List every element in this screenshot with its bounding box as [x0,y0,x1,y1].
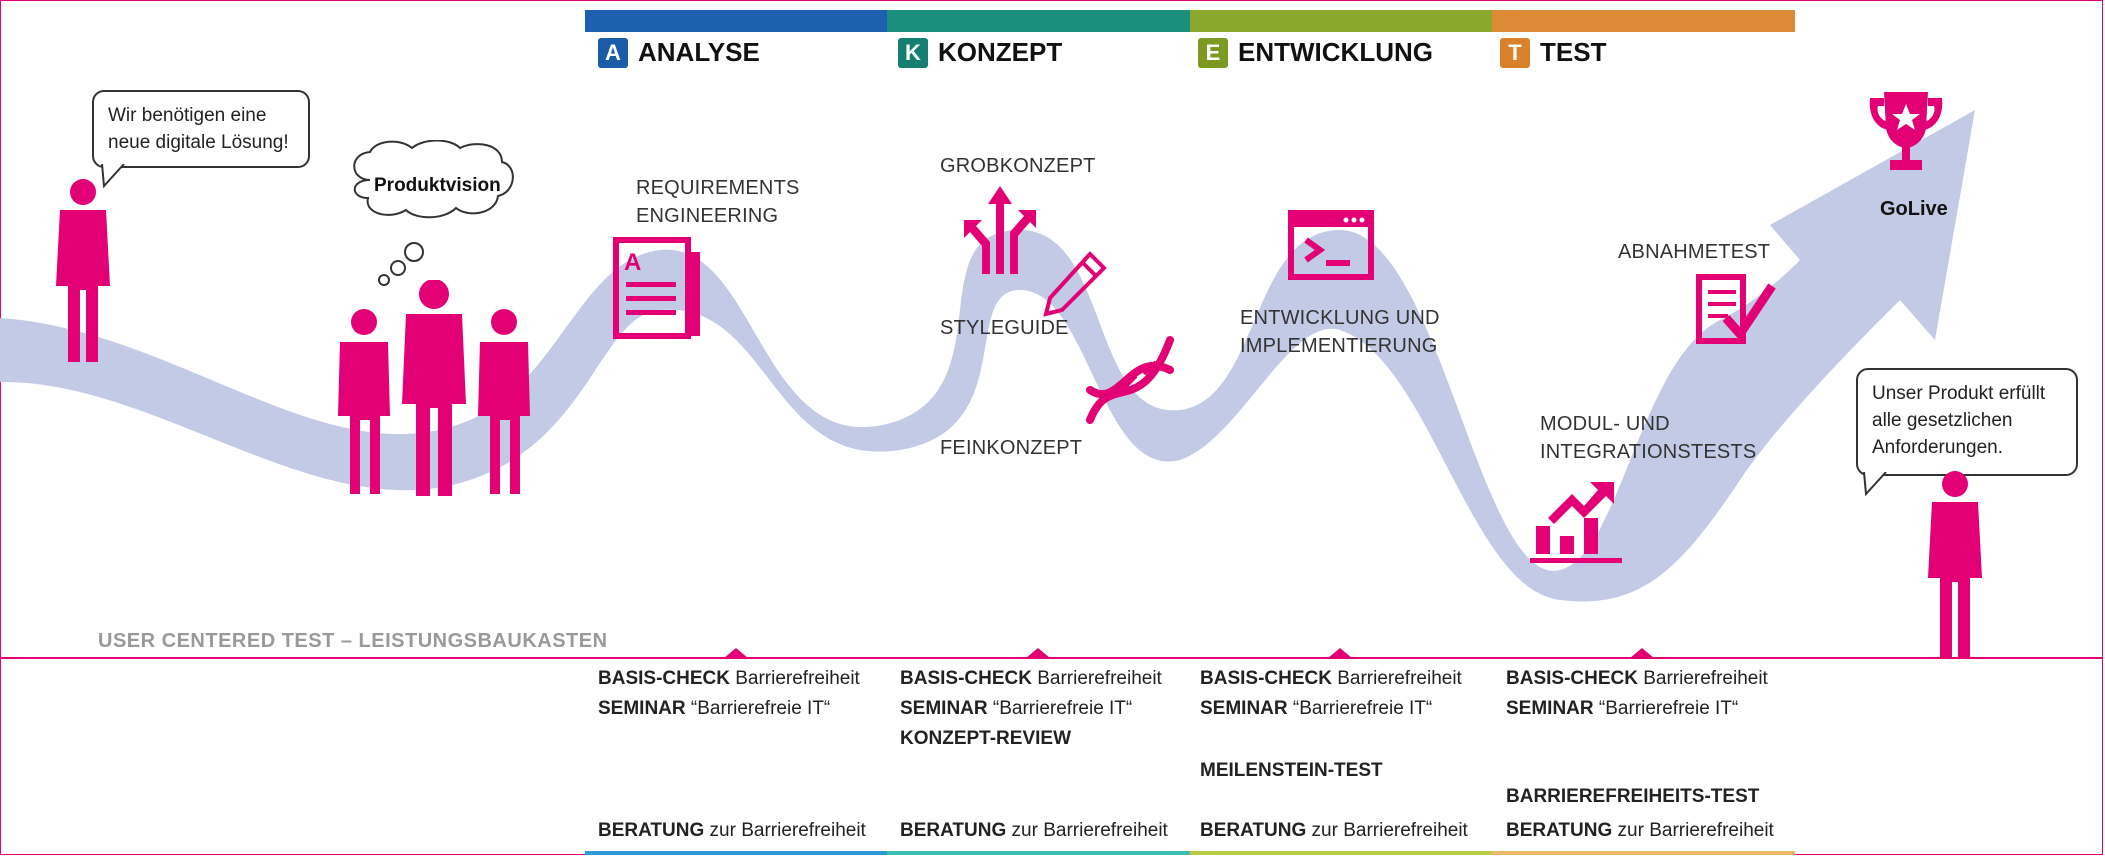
phase-heading-konzept: K KONZEPT [898,37,1062,68]
service-konzept-review: KONZEPT-REVIEW [900,728,1072,749]
service-seminar: SEMINAR “Barrierefreie IT“ [1200,698,1433,719]
service-seminar: SEMINAR “Barrierefreie IT“ [1506,698,1739,719]
phase-bar-analyse [585,10,887,32]
phase-bar-entwicklung [1190,10,1492,32]
checklist-icon [1696,274,1776,344]
label-grobkonzept: GROBKONZEPT [940,155,1096,177]
service-seminar: SEMINAR “Barrierefreie IT“ [598,698,831,719]
growth-chart-icon [1530,482,1622,563]
phase-name-entwicklung: ENTWICKLUNG [1238,37,1433,67]
service-basis-check: BASIS-CHECK Barrierefreiheit [900,668,1162,689]
service-basis-check: BASIS-CHECK Barrierefreiheit [1506,668,1768,689]
phase-name-analyse: ANALYSE [638,37,760,67]
trophy-icon [1869,92,1943,170]
service-beratung: BERATUNG zur Barrierefreiheit [900,820,1168,841]
speech-bubble-right: Unser Produkt erfüllt alle gesetzlichen … [1856,368,2078,476]
document-icon: A [613,237,700,339]
label-abnahmetest: ABNAHMETEST [1618,241,1771,263]
divider-markers [724,648,1654,658]
phase-name-konzept: KONZEPT [938,37,1063,67]
phase-heading-analyse: A ANALYSE [598,37,760,68]
phase-letter-k: K [898,37,928,68]
service-seminar: SEMINAR “Barrierefreie IT“ [900,698,1133,719]
phase-heading-entwicklung: E ENTWICKLUNG [1198,37,1433,68]
label-feinkonzept: FEINKONZEPT [940,437,1083,459]
phase-letter-t: T [1500,37,1530,68]
thought-bubble-text: Produktvision [374,175,501,196]
label-requirements-engineering: REQUIREMENTS ENGINEERING [636,177,800,227]
label-styleguide: STYLEGUIDE [940,317,1069,339]
phase-bar-konzept [887,10,1190,32]
service-basis-check: BASIS-CHECK Barrierefreiheit [1200,668,1462,689]
speech-bubble-right-text: Unser Produkt erfüllt alle gesetzlichen … [1872,383,2046,458]
phase-heading-test: T TEST [1500,37,1606,68]
phase-letter-e: E [1198,37,1228,68]
service-barrierefreiheits-test: BARRIEREFREIHEITS-TEST [1506,786,1760,807]
phase-bar-test [1492,10,1795,32]
bottom-bar-test [1492,851,1795,855]
service-meilenstein-test: MEILENSTEIN-TEST [1200,760,1383,781]
dna-icon [1086,336,1174,424]
service-beratung: BERATUNG zur Barrierefreiheit [598,820,866,841]
person-group-icon [338,280,530,496]
service-beratung: BERATUNG zur Barrierefreiheit [1506,820,1774,841]
phase-letter-a: A [598,37,628,68]
pencil-icon [1043,251,1107,317]
person-icon [56,179,110,362]
toolkit-divider [0,657,2103,659]
bottom-bar-konzept [887,851,1190,855]
person-icon-right [1928,471,1982,658]
process-ribbon [0,110,1975,602]
speech-bubble-left-text: Wir benötigen eine neue digitale Lösung! [108,105,289,153]
speech-bubble-right-tail [1863,472,1887,496]
service-basis-check: BASIS-CHECK Barrierefreiheit [598,668,860,689]
label-golive: GoLive [1880,198,1948,220]
label-modul-integrationstests: MODUL- UND INTEGRATIONSTESTS [1540,413,1757,463]
toolkit-title: USER CENTERED TEST – LEISTUNGSBAUKASTEN [98,630,608,652]
label-entwicklung-implementierung: ENTWICKLUNG UND IMPLEMENTIERUNG [1240,307,1440,357]
bottom-bar-entwicklung [1190,851,1492,855]
terminal-window-icon [1288,210,1374,280]
svg-text:A: A [624,249,641,276]
speech-bubble-left-tail [101,164,125,188]
phase-name-test: TEST [1540,37,1607,67]
speech-bubble-left: Wir benötigen eine neue digitale Lösung! [92,90,310,168]
service-beratung: BERATUNG zur Barrierefreiheit [1200,820,1468,841]
split-arrows-icon [964,186,1036,274]
bottom-bar-analyse [585,851,887,855]
thought-bubble [353,140,514,286]
